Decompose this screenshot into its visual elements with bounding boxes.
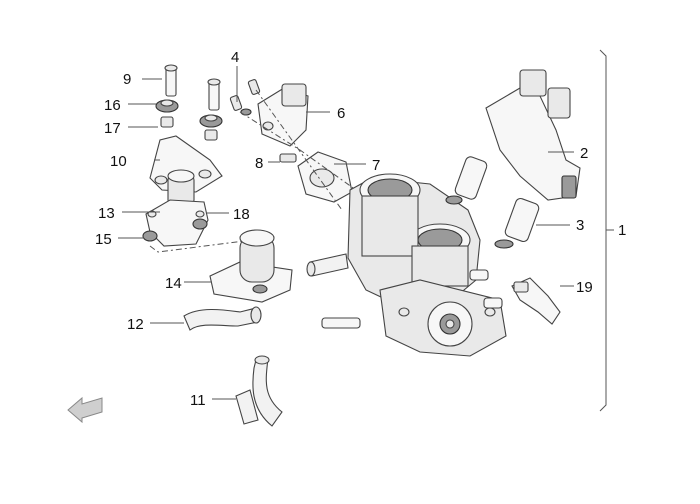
- callout-4: 4: [231, 49, 239, 66]
- sensor-part-6: [257, 83, 309, 147]
- callout-8: 8: [255, 155, 263, 172]
- callout-14: 14: [165, 275, 182, 292]
- clip-part-19: [511, 277, 561, 325]
- callout-16: 16: [104, 97, 121, 114]
- throttle-body: [347, 173, 507, 357]
- injector-part-3b: [494, 197, 540, 249]
- callout-15: 15: [95, 231, 112, 248]
- callout-17: 17: [104, 120, 121, 137]
- grommet-part-16b: [199, 114, 223, 128]
- collar-part-17: [160, 116, 174, 128]
- direction-arrow-icon: [67, 396, 103, 424]
- hose-part-12: [183, 306, 262, 331]
- hose-part-11: [235, 355, 283, 427]
- screw-part-4: [229, 79, 261, 116]
- intake-elbow-part-14: [209, 229, 293, 303]
- callout-1: 1: [618, 222, 626, 239]
- callout-11: 11: [190, 392, 206, 409]
- leader-lines: [118, 66, 574, 400]
- callout-13: 13: [98, 205, 115, 222]
- side-pipe: [306, 253, 349, 277]
- bolt-part-9: [164, 64, 178, 97]
- fuel-rail-part-2: [485, 69, 581, 201]
- callout-labels: 1 2 3 4 6 7 8 9 10 11 12 13 14 15 16 17 …: [95, 49, 626, 409]
- screw-part-8: [279, 153, 297, 163]
- injector-part-3a: [445, 156, 488, 205]
- callout-7: 7: [372, 157, 380, 174]
- pin-part: [321, 317, 361, 329]
- assembly-bracket: [599, 49, 614, 412]
- callout-18: 18: [233, 206, 250, 223]
- callout-10: 10: [110, 153, 127, 170]
- nut-part-15: [142, 230, 158, 242]
- callout-6: 6: [337, 105, 345, 122]
- callout-12: 12: [127, 316, 144, 333]
- grommet-part-16: [155, 99, 179, 113]
- nut-part-18: [192, 218, 208, 230]
- callout-3: 3: [576, 217, 584, 234]
- bolt-part-9b: [207, 78, 221, 111]
- callout-9: 9: [123, 71, 131, 88]
- callout-19: 19: [576, 279, 593, 296]
- callout-2: 2: [580, 145, 588, 162]
- collar-part-17b: [204, 129, 218, 141]
